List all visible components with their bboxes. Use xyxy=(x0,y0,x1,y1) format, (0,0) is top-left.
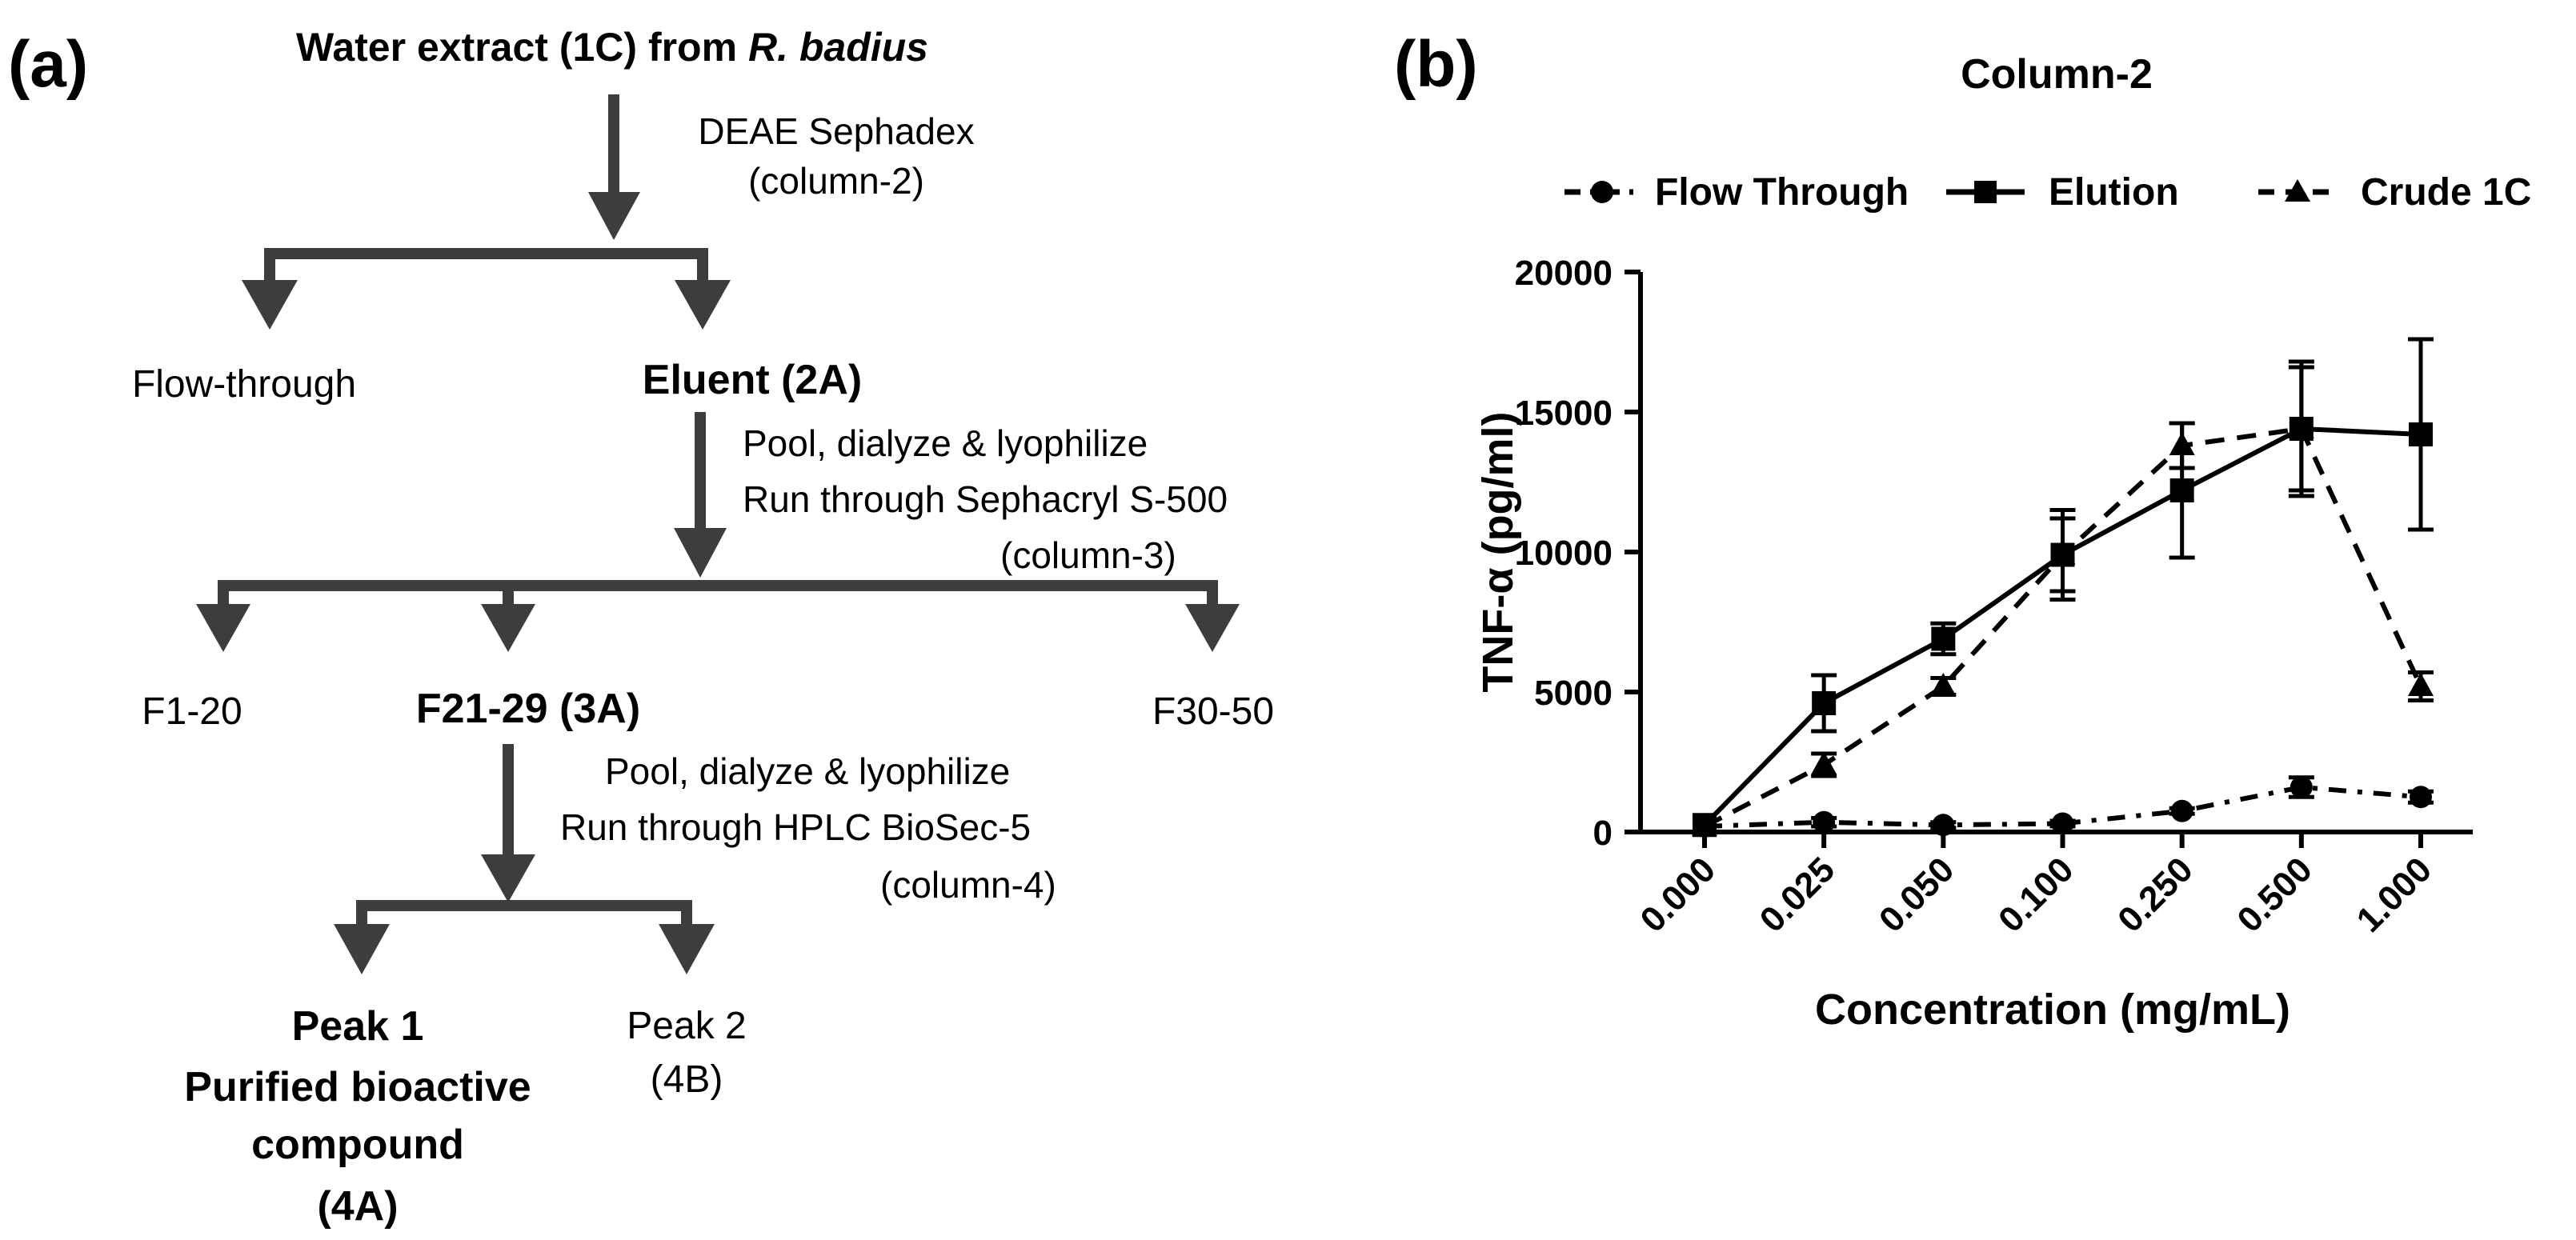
x-ticks: 0.000 0.025 0.050 0.100 0.250 0.500 1.000 xyxy=(1633,832,2440,940)
legend-label-crude: Crude 1C xyxy=(2361,171,2531,214)
data-point xyxy=(1811,751,1837,774)
y-tick-label: 15000 xyxy=(1515,394,1613,433)
series-layer xyxy=(1692,337,2434,838)
f1-20-label: F1-20 xyxy=(142,690,242,733)
data-point xyxy=(2408,673,2434,696)
step2-process: Pool, dialyze & lyophilize xyxy=(743,422,1148,464)
panel-b-label: (b) xyxy=(1394,28,1478,101)
peak1-desc-line1: Purified bioactive xyxy=(184,1064,531,1110)
peak1-label: Peak 1 xyxy=(292,1003,424,1050)
data-point xyxy=(1930,673,1957,696)
x-tick-label: 0.100 xyxy=(1991,850,2081,940)
x-tick-label: 0.250 xyxy=(2110,850,2201,940)
data-point xyxy=(1812,691,1837,715)
x-tick-label: 0.025 xyxy=(1753,850,1843,940)
y-tick-label: 0 xyxy=(1593,814,1613,853)
data-point xyxy=(2410,786,2432,809)
eluent-label: Eluent (2A) xyxy=(643,357,862,403)
x-axis-label: Concentration (mg/mL) xyxy=(1815,986,2290,1034)
arrow-head-step2 xyxy=(674,528,727,578)
data-point xyxy=(1932,814,1955,837)
branch-left-drop-1 xyxy=(264,248,275,288)
arrow-head-eluent xyxy=(675,280,731,330)
arrow-head-step3 xyxy=(481,854,535,902)
y-ticks: 0 5000 10000 15000 20000 xyxy=(1515,254,1641,853)
flow-through-label: Flow-through xyxy=(132,363,356,406)
peak2-code: (4B) xyxy=(651,1058,723,1101)
arrow-shaft-step2 xyxy=(695,412,706,540)
x-tick-label: 1.000 xyxy=(2350,850,2440,940)
step3-method: Run through HPLC BioSec-5 xyxy=(560,806,1031,848)
series-flow-through xyxy=(1693,775,2434,838)
diagram-title: Water extract (1C) from R. badius xyxy=(296,25,928,70)
arrow-shaft-step3 xyxy=(503,744,514,864)
chart-legend: Flow Through Elution Crude 1C xyxy=(1564,171,2531,214)
y-tick-label: 20000 xyxy=(1515,254,1613,293)
legend-marker-elution xyxy=(1974,181,1997,203)
data-point xyxy=(2169,432,2195,455)
series-line xyxy=(1702,426,2422,827)
arrow-head-peak2 xyxy=(659,924,715,974)
step3-column: (column-4) xyxy=(880,864,1056,906)
f30-50-label: F30-50 xyxy=(1152,690,1274,733)
arrow-head-flow-through xyxy=(242,280,298,330)
data-point xyxy=(2288,415,2314,438)
diagram-title-prefix: Water extract (1C) from xyxy=(296,25,748,70)
data-point xyxy=(2049,541,2076,565)
y-tick-label: 10000 xyxy=(1515,534,1613,573)
branch-bar-1 xyxy=(264,248,708,259)
x-tick-label: 0.500 xyxy=(2229,850,2320,940)
panel-a-label: (a) xyxy=(8,28,88,101)
legend-label-elution: Elution xyxy=(2049,171,2179,214)
f21-29-label: F21-29 (3A) xyxy=(416,686,640,732)
arrow-head-peak1 xyxy=(334,924,390,974)
data-point xyxy=(2169,478,2194,502)
y-tick-label: 5000 xyxy=(1534,674,1613,713)
legend-label-flow-through: Flow Through xyxy=(1655,171,1909,214)
arrow-head-f1-20 xyxy=(196,604,250,652)
y-axis-label: TNF-α (pg/ml) xyxy=(1474,411,1522,692)
step1-column: (column-2) xyxy=(748,160,924,202)
step2-method: Run through Sephacryl S-500 xyxy=(743,478,1228,520)
arrow-shaft-step1 xyxy=(608,94,619,200)
data-point xyxy=(1813,810,1836,834)
arrow-head-f30-50 xyxy=(1185,604,1240,652)
data-point xyxy=(2051,812,2074,835)
legend-marker-flow-through xyxy=(1591,181,1613,203)
branch-bar-2 xyxy=(218,580,1218,591)
arrow-head-f21-29 xyxy=(481,604,535,652)
legend-marker-crude xyxy=(2285,179,2310,202)
arrow-head-step1 xyxy=(588,192,640,240)
data-point xyxy=(2409,422,2433,446)
step3-process: Pool, dialyze & lyophilize xyxy=(605,750,1010,792)
panel-a: (a) Water extract (1C) from R. badius DE… xyxy=(8,25,1274,1230)
peak1-code: (4A) xyxy=(317,1183,398,1230)
peak1-desc-line2: compound xyxy=(251,1122,464,1168)
series-crude-1c xyxy=(1692,365,2434,836)
diagram-title-species: R. badius xyxy=(748,25,928,70)
peak2-label: Peak 2 xyxy=(627,1005,746,1047)
x-tick-label: 0.000 xyxy=(1633,850,1724,940)
branch-bar-3 xyxy=(356,900,692,911)
step1-method: DEAE Sephadex xyxy=(698,110,974,152)
data-point xyxy=(1931,626,1956,651)
panel-b: (b) Column-2 Flow Through Elution Crude … xyxy=(1394,28,2531,1034)
branch-right-drop-1 xyxy=(697,248,708,288)
chart-title: Column-2 xyxy=(1961,51,2153,98)
data-point xyxy=(1692,813,1717,836)
data-point xyxy=(2170,799,2193,822)
step2-column: (column-3) xyxy=(1000,534,1176,576)
x-tick-label: 0.050 xyxy=(1872,850,1962,940)
data-point xyxy=(2290,776,2313,798)
